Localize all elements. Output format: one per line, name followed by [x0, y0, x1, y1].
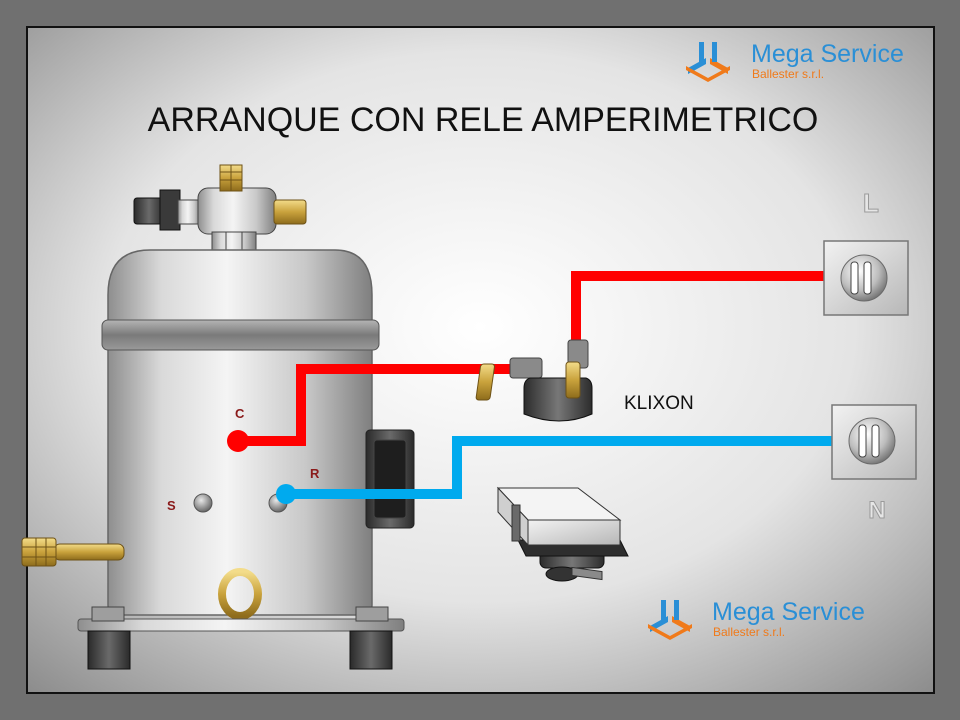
current-relay: [496, 486, 629, 582]
klixon-label: KLIXON: [624, 393, 694, 414]
suction-tube: [21, 537, 125, 567]
neutral-terminal-block: [831, 404, 917, 480]
neutral-label: N: [868, 497, 885, 524]
logo-mark-icon: [686, 42, 730, 82]
terminal-c-label: C: [235, 406, 245, 421]
terminal-r-connection: [276, 484, 296, 504]
logo-mark-icon: [648, 600, 692, 640]
terminal-r-label: R: [310, 466, 320, 481]
logo-brand-text: Mega Service: [751, 40, 904, 68]
terminal-s-pin: [193, 493, 213, 513]
logo-top: Mega Service Ballester s.r.l.: [686, 40, 904, 82]
foot-right: [349, 630, 393, 670]
shell-band: [101, 319, 380, 351]
logo-bottom: Mega Service Ballester s.r.l.: [648, 598, 865, 640]
logo-sub-text: Ballester s.r.l.: [752, 67, 824, 81]
logo-sub-text: Ballester s.r.l.: [713, 625, 785, 639]
charge-ring: [218, 568, 262, 620]
line-terminal-block: [823, 240, 909, 316]
terminal-c-connection: [227, 430, 249, 452]
terminal-s-label: S: [167, 498, 176, 513]
foot-left: [87, 630, 131, 670]
base-rail: [77, 618, 405, 632]
line-wire-to-klixon: [571, 271, 828, 345]
slide-title: ARRANQUE CON RELE AMPERIMETRICO: [148, 101, 819, 139]
klixon-overload: [475, 339, 593, 422]
service-valve: [133, 164, 307, 253]
line-label: L: [863, 188, 879, 218]
logo-brand-text: Mega Service: [712, 598, 865, 626]
neutral-wire-to-run: [286, 436, 835, 499]
line-wire-to-common: [238, 364, 512, 446]
